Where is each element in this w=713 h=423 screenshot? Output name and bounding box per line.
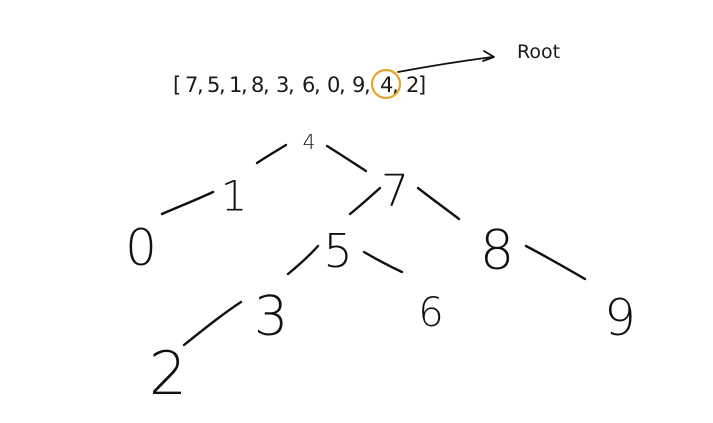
edge-7-to-8 xyxy=(416,186,461,221)
array-comma-4: , xyxy=(288,73,295,97)
array-value-9: 2 xyxy=(406,73,420,97)
array-value-1: 5 xyxy=(207,73,221,97)
tree-node-6: 6 xyxy=(418,290,443,336)
edge-1-to-0 xyxy=(160,190,215,216)
tree-node-2: 2 xyxy=(149,339,187,409)
array-value-3: 8 xyxy=(251,73,265,97)
root-arrow-head-icon xyxy=(482,50,495,62)
array-comma-0: , xyxy=(197,73,204,97)
root-label: Root xyxy=(517,41,560,63)
root-value-highlight-circle xyxy=(370,68,402,100)
array-close-bracket: ] xyxy=(418,73,427,97)
root-arrow-line xyxy=(397,56,493,73)
edge-5-to-6 xyxy=(362,250,404,274)
edge-4-to-7 xyxy=(325,144,368,173)
tree-node-9: 9 xyxy=(604,289,636,347)
tree-edges xyxy=(160,143,587,347)
array-value-5: 6 xyxy=(302,73,316,97)
edge-7-to-5 xyxy=(348,186,382,216)
tree-nodes: 4 1 7 0 5 8 3 6 9 2 xyxy=(125,130,636,409)
array-comma-1: , xyxy=(219,73,226,97)
array-values: 7,5,1,8,3,6,0,9,4,2 xyxy=(185,73,420,97)
edge-3-to-2 xyxy=(182,300,243,347)
tree-node-0: 0 xyxy=(125,219,157,277)
tree-node-8: 8 xyxy=(480,219,514,282)
array-comma-7: , xyxy=(364,73,371,97)
edge-4-to-1 xyxy=(255,143,288,165)
array-value-2: 1 xyxy=(229,73,243,97)
array-comma-6: , xyxy=(339,73,346,97)
array-value-7: 9 xyxy=(352,73,366,97)
array-value-0: 7 xyxy=(185,73,199,97)
edge-8-to-9 xyxy=(524,244,587,281)
array-comma-3: , xyxy=(263,73,270,97)
array-comma-8: , xyxy=(392,73,399,97)
array-value-8: 4 xyxy=(380,73,394,97)
array-open-bracket: [ xyxy=(173,73,182,97)
tree-node-7: 7 xyxy=(381,166,409,217)
tree-node-5: 5 xyxy=(323,224,352,278)
tree-node-1: 1 xyxy=(221,172,248,221)
edge-5-to-3 xyxy=(286,244,320,276)
array-value-6: 0 xyxy=(327,73,341,97)
tree-node-3: 3 xyxy=(254,285,288,348)
tree-node-4: 4 xyxy=(303,130,316,154)
array-value-4: 3 xyxy=(276,73,290,97)
array-comma-5: , xyxy=(314,73,321,97)
array-comma-2: , xyxy=(241,73,248,97)
